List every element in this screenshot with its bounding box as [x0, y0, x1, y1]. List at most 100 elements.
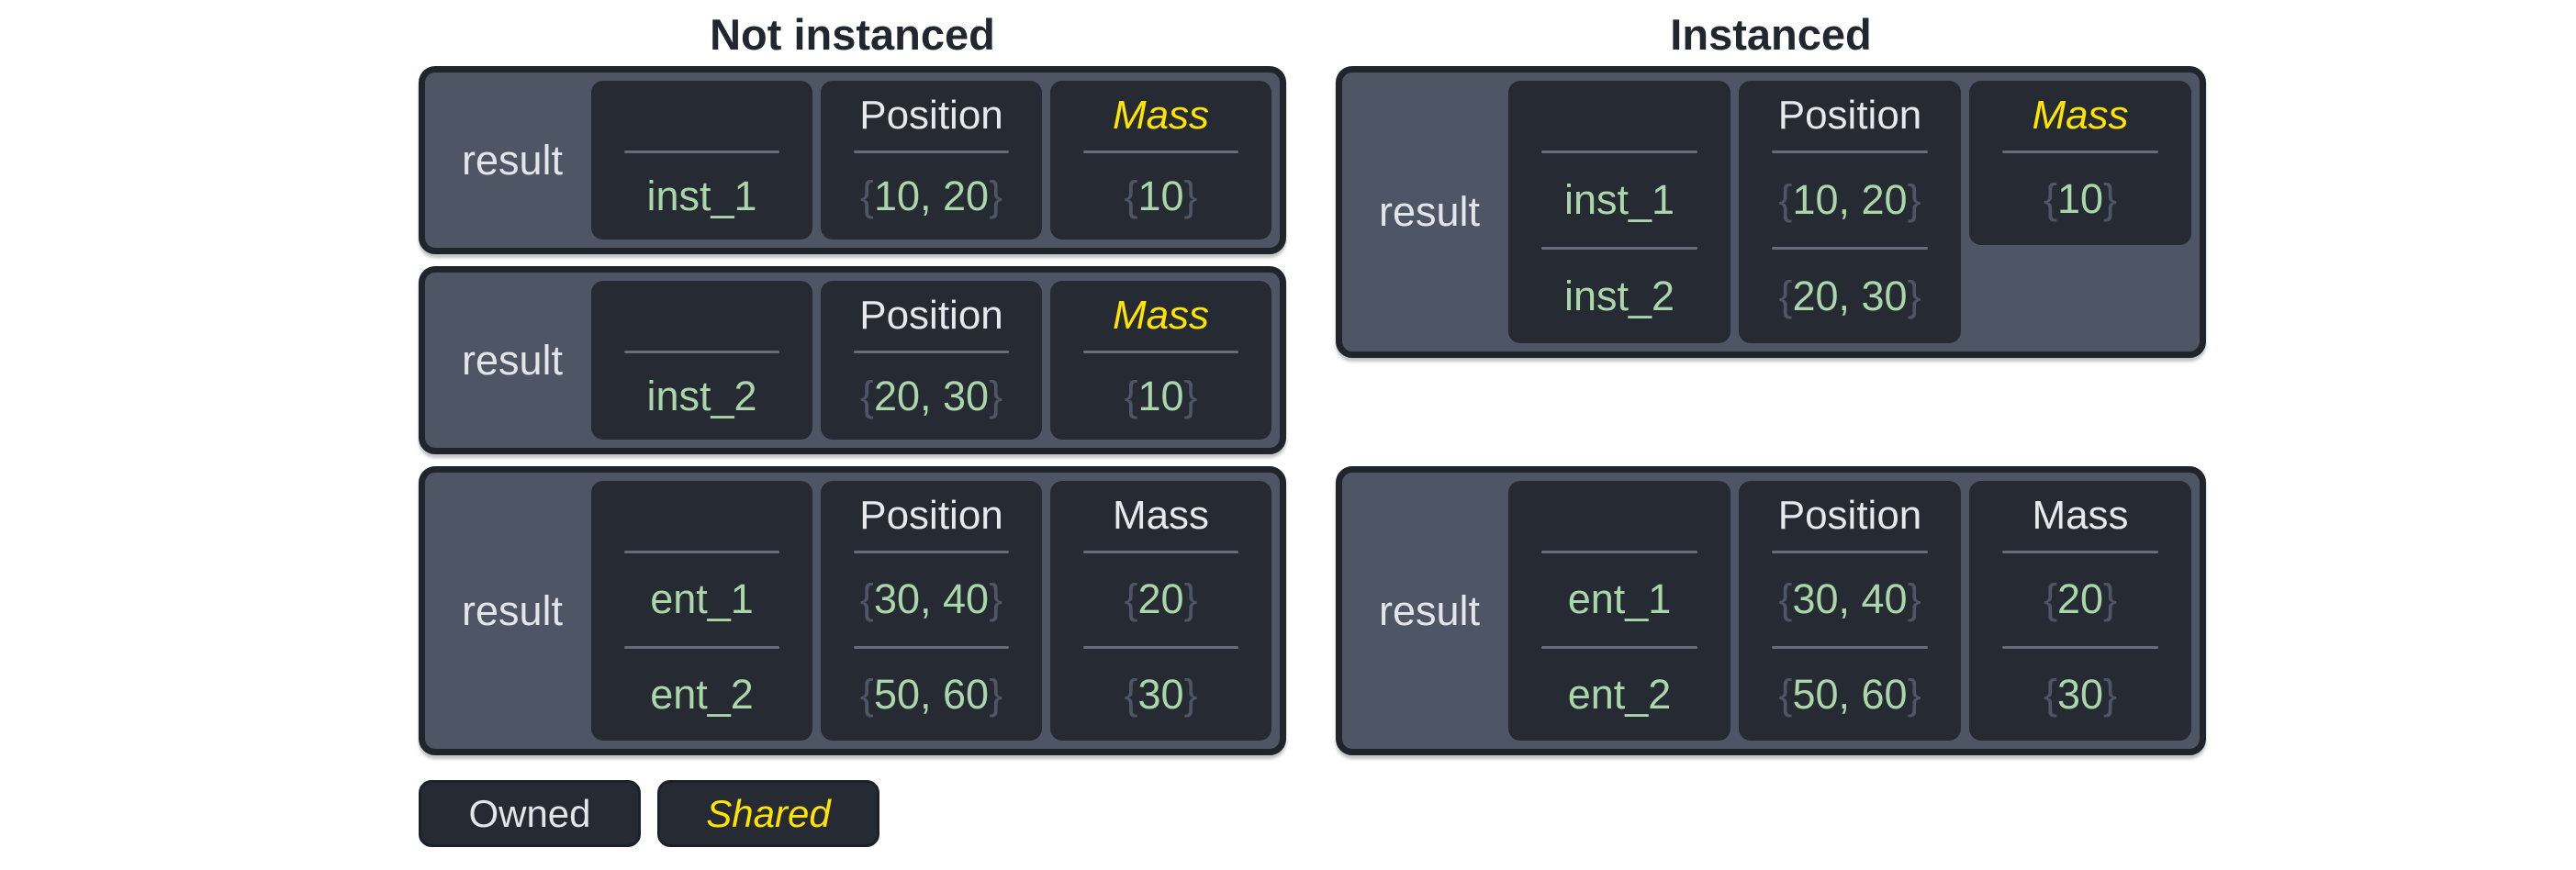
- position-value: {20, 30}: [1778, 250, 1921, 343]
- close-brace: }: [1907, 575, 1921, 623]
- open-brace: {: [859, 575, 874, 623]
- entity-name: inst_2: [646, 373, 757, 419]
- component-value: 10: [2056, 175, 2104, 222]
- cell-divider: [1771, 247, 1929, 250]
- cell-divider: [623, 645, 780, 649]
- cell-divider: [1771, 151, 1929, 153]
- position-value: {30, 40}: [860, 553, 1002, 646]
- open-brace: {: [1124, 575, 1138, 623]
- position-header: Position: [1777, 93, 1922, 138]
- component-value: 30: [1137, 670, 1184, 718]
- entity-name: ent_2: [650, 670, 754, 718]
- component-value: 50, 60: [873, 670, 990, 718]
- component-value: 50, 60: [1792, 670, 1908, 718]
- component-value: 20: [1137, 575, 1184, 623]
- position-header: Position: [859, 293, 1003, 338]
- entity-name: ent_2: [1567, 670, 1672, 718]
- position-header: Position: [1777, 493, 1922, 538]
- result-label: result: [1378, 188, 1481, 235]
- columns: inst_2 Position {20, 30} Mass {10}: [591, 281, 1271, 440]
- entity-column: ent_1 ent_2: [1508, 481, 1730, 741]
- columns: ent_1 ent_2 Position {30, 40} {50, 60} M…: [1508, 481, 2191, 741]
- result-box: result inst_2 Position {20, 30} Mass {10…: [419, 266, 1286, 454]
- cell-divider: [1540, 551, 1698, 553]
- component-value: 20, 30: [1792, 273, 1908, 319]
- cell-divider: [1082, 645, 1239, 649]
- entity-column: inst_1: [591, 81, 812, 240]
- close-brace: }: [1907, 273, 1921, 319]
- entity-name: ent_1: [650, 575, 754, 623]
- mass-header: Mass: [1112, 493, 1210, 538]
- panel-title-instanced: Instanced: [1670, 10, 1872, 59]
- cell-divider: [1082, 151, 1239, 153]
- cell-divider: [2001, 551, 2159, 553]
- open-brace: {: [1778, 273, 1793, 319]
- open-brace: {: [1778, 176, 1793, 223]
- entity-name: ent_1: [1567, 575, 1672, 623]
- mass-value: {10}: [2044, 153, 2117, 245]
- open-brace: {: [859, 670, 874, 718]
- entity-column: ent_1 ent_2: [591, 481, 812, 741]
- result-box: result ent_1 ent_2 Position {30, 40} {50…: [1336, 466, 2206, 755]
- close-brace: }: [1183, 373, 1198, 419]
- position-value: {10, 20}: [1778, 153, 1921, 247]
- component-value: 30, 40: [873, 575, 990, 623]
- position-header: Position: [859, 493, 1003, 538]
- open-brace: {: [2043, 670, 2057, 718]
- position-column: Position {30, 40} {50, 60}: [1739, 481, 1961, 741]
- component-value: 20: [2056, 575, 2104, 623]
- open-brace: {: [1778, 575, 1793, 623]
- mass-value: {30}: [2044, 649, 2117, 742]
- result-box: result inst_1 Position {10, 20} Mass {10…: [419, 66, 1286, 254]
- close-brace: }: [989, 173, 1003, 219]
- close-brace: }: [2103, 175, 2118, 222]
- position-value: {50, 60}: [1778, 649, 1921, 742]
- mass-header-shared: Mass: [2032, 93, 2129, 138]
- position-column: Position {30, 40} {50, 60}: [821, 481, 1042, 741]
- columns: inst_1 Position {10, 20} Mass {10}: [591, 81, 1271, 240]
- component-value: 30, 40: [1792, 575, 1908, 623]
- open-brace: {: [859, 173, 874, 219]
- cell-divider: [1082, 351, 1239, 353]
- panel-title-not-instanced: Not instanced: [710, 10, 995, 59]
- close-brace: }: [989, 670, 1003, 718]
- position-value: {50, 60}: [860, 649, 1002, 742]
- cell-divider: [1771, 551, 1929, 553]
- open-brace: {: [1124, 670, 1138, 718]
- cell-divider: [853, 551, 1010, 553]
- close-brace: }: [1907, 670, 1921, 718]
- cell-divider: [623, 151, 780, 153]
- result-box: result ent_1 ent_2 Position {30, 40} {50…: [419, 466, 1286, 755]
- position-value: {10, 20}: [860, 153, 1002, 240]
- result-label: result: [461, 336, 564, 384]
- open-brace: {: [2043, 175, 2057, 222]
- position-value: {20, 30}: [860, 353, 1002, 440]
- cell-divider: [853, 351, 1010, 353]
- position-column: Position {10, 20} {20, 30}: [1739, 81, 1961, 343]
- result-label: result: [461, 586, 564, 634]
- mass-column: Mass {20} {30}: [1050, 481, 1271, 741]
- mass-value: {10}: [1124, 353, 1197, 440]
- component-value: 30: [2056, 670, 2104, 718]
- cell-divider: [1082, 551, 1239, 553]
- open-brace: {: [859, 373, 874, 419]
- open-brace: {: [2043, 575, 2057, 623]
- close-brace: }: [1183, 575, 1198, 623]
- open-brace: {: [1124, 173, 1138, 219]
- result-box: result inst_1 inst_2 Position {10, 20} {…: [1336, 66, 2206, 358]
- cell-divider: [1540, 247, 1698, 250]
- result-label: result: [461, 136, 564, 184]
- cell-divider: [853, 151, 1010, 153]
- cell-divider: [2001, 645, 2159, 649]
- mass-value: {20}: [1124, 553, 1197, 646]
- position-value: {30, 40}: [1778, 553, 1921, 646]
- cell-divider: [2001, 151, 2159, 153]
- open-brace: {: [1778, 670, 1793, 718]
- position-header: Position: [859, 93, 1003, 138]
- cell-divider: [623, 351, 780, 353]
- close-brace: }: [1183, 670, 1198, 718]
- close-brace: }: [989, 575, 1003, 623]
- position-column: Position {10, 20}: [821, 81, 1042, 240]
- position-column: Position {20, 30}: [821, 281, 1042, 440]
